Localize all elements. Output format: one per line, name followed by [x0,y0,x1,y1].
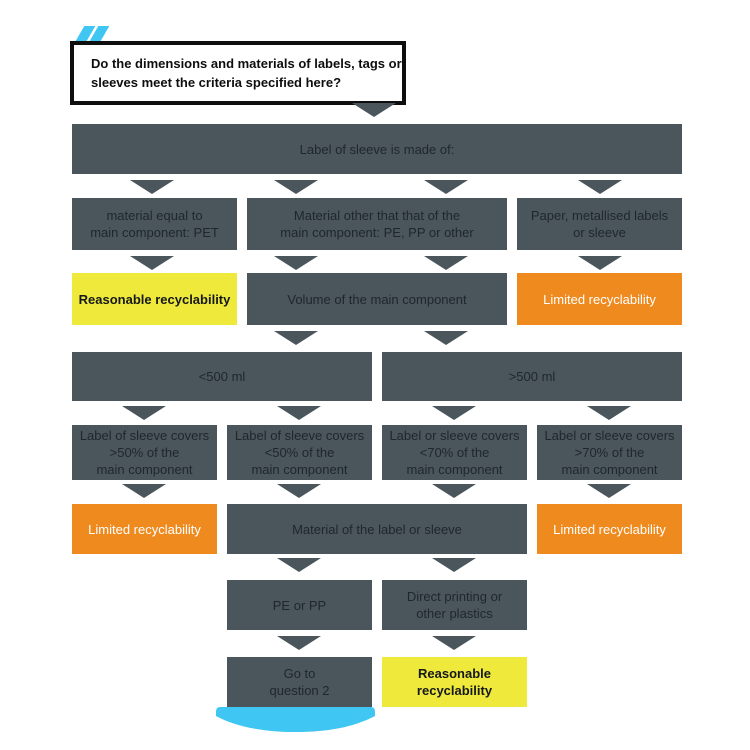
result-limited-recyclability: Limited recyclability [72,504,217,554]
result-reasonable-recyclability: Reasonable recyclability [72,273,237,325]
result-limited-recyclability: Limited recyclability [537,504,682,554]
arrow-down-icon [130,256,174,270]
arrow-down-icon [277,636,321,650]
node-material-other: Material other that that of the main com… [247,198,507,250]
question-text-line: Do the dimensions and materials of label… [91,56,402,71]
node-covers-lt50: Label of sleeve covers <50% of the main … [227,425,372,480]
node-label: <50% of the [264,445,335,460]
ribbon-icon [75,26,110,41]
node-label: Volume of the main component [287,291,467,307]
node-label: <500 ml [198,369,246,384]
node-label: >500 ml [508,369,556,384]
arrow-down-icon [122,406,166,420]
question-text-line: sleeves meet the criteria specified here… [91,75,342,90]
arrow-down-icon [587,484,631,498]
node-volume-main-component: Volume of the main component [247,273,507,325]
arrow-down-icon [578,180,622,194]
result-reasonable-recyclability: Reasonable recyclability [382,657,527,707]
node-label: or sleeve [573,225,626,240]
node-label-sleeve-made-of: Label of sleeve is made of: [72,124,682,174]
node-label: material equal to [106,208,203,223]
node-covers-gt50: Label of sleeve covers >50% of the main … [72,425,217,480]
arrow-down-icon [352,103,396,117]
node-goto-question-2: Go to question 2 [227,657,372,707]
node-label: Label of sleeve is made of: [299,141,455,157]
node-label: Label or sleeve covers [544,428,675,443]
arrow-down-icon [277,558,321,572]
swoosh-ribbon-icon [216,707,375,732]
result-label: Limited recyclability [543,291,656,307]
node-direct-printing: Direct printing or other plastics [382,580,527,630]
node-over-500ml: >500 ml [382,352,682,401]
node-under-500ml: <500 ml [72,352,372,401]
node-paper-metallised: Paper, metallised labels or sleeve [517,198,682,250]
result-label: Reasonable recyclability [78,291,231,307]
node-label: PE or PP [272,597,327,613]
node-material-of-label: Material of the label or sleeve [227,504,527,554]
node-label: <70% of the [419,445,490,460]
question-box: Do the dimensions and materials of label… [70,41,406,105]
node-label: main component: PE, PP or other [280,225,474,240]
arrow-down-icon [277,484,321,498]
node-label: Material other that that of the [293,208,461,223]
arrow-down-icon [122,484,166,498]
node-label: main component [251,462,348,477]
arrow-down-icon [424,256,468,270]
node-label: main component [561,462,658,477]
arrow-down-icon [277,406,321,420]
node-label: Label or sleeve covers [389,428,520,443]
node-label: Material of the label or sleeve [292,521,462,537]
arrow-down-icon [274,331,318,345]
result-label: recyclability [416,683,493,698]
node-label: >70% of the [574,445,645,460]
node-label: main component [96,462,193,477]
arrow-down-icon [432,558,476,572]
arrow-down-icon [432,636,476,650]
result-limited-recyclability: Limited recyclability [517,273,682,325]
result-label: Limited recyclability [553,521,666,537]
arrow-down-icon [274,180,318,194]
node-label: Label of sleeve covers [234,428,365,443]
node-label: other plastics [416,606,493,621]
node-label: main component: PET [90,225,219,240]
arrow-down-icon [130,180,174,194]
arrow-down-icon [274,256,318,270]
node-pe-or-pp: PE or PP [227,580,372,630]
node-label: main component [406,462,503,477]
node-covers-lt70: Label or sleeve covers <70% of the main … [382,425,527,480]
node-label: >50% of the [109,445,180,460]
arrow-down-icon [432,484,476,498]
arrow-down-icon [587,406,631,420]
arrow-down-icon [424,331,468,345]
node-label: question 2 [269,683,330,698]
node-label: Paper, metallised labels [530,208,669,223]
node-covers-gt70: Label or sleeve covers >70% of the main … [537,425,682,480]
result-label: Reasonable [418,666,491,681]
arrow-down-icon [432,406,476,420]
result-label: Limited recyclability [88,521,201,537]
node-label: Label of sleeve covers [79,428,210,443]
node-label: Go to [283,666,316,681]
node-label: Direct printing or [406,589,503,604]
node-material-equal-pet: material equal to main component: PET [72,198,237,250]
arrow-down-icon [424,180,468,194]
arrow-down-icon [578,256,622,270]
